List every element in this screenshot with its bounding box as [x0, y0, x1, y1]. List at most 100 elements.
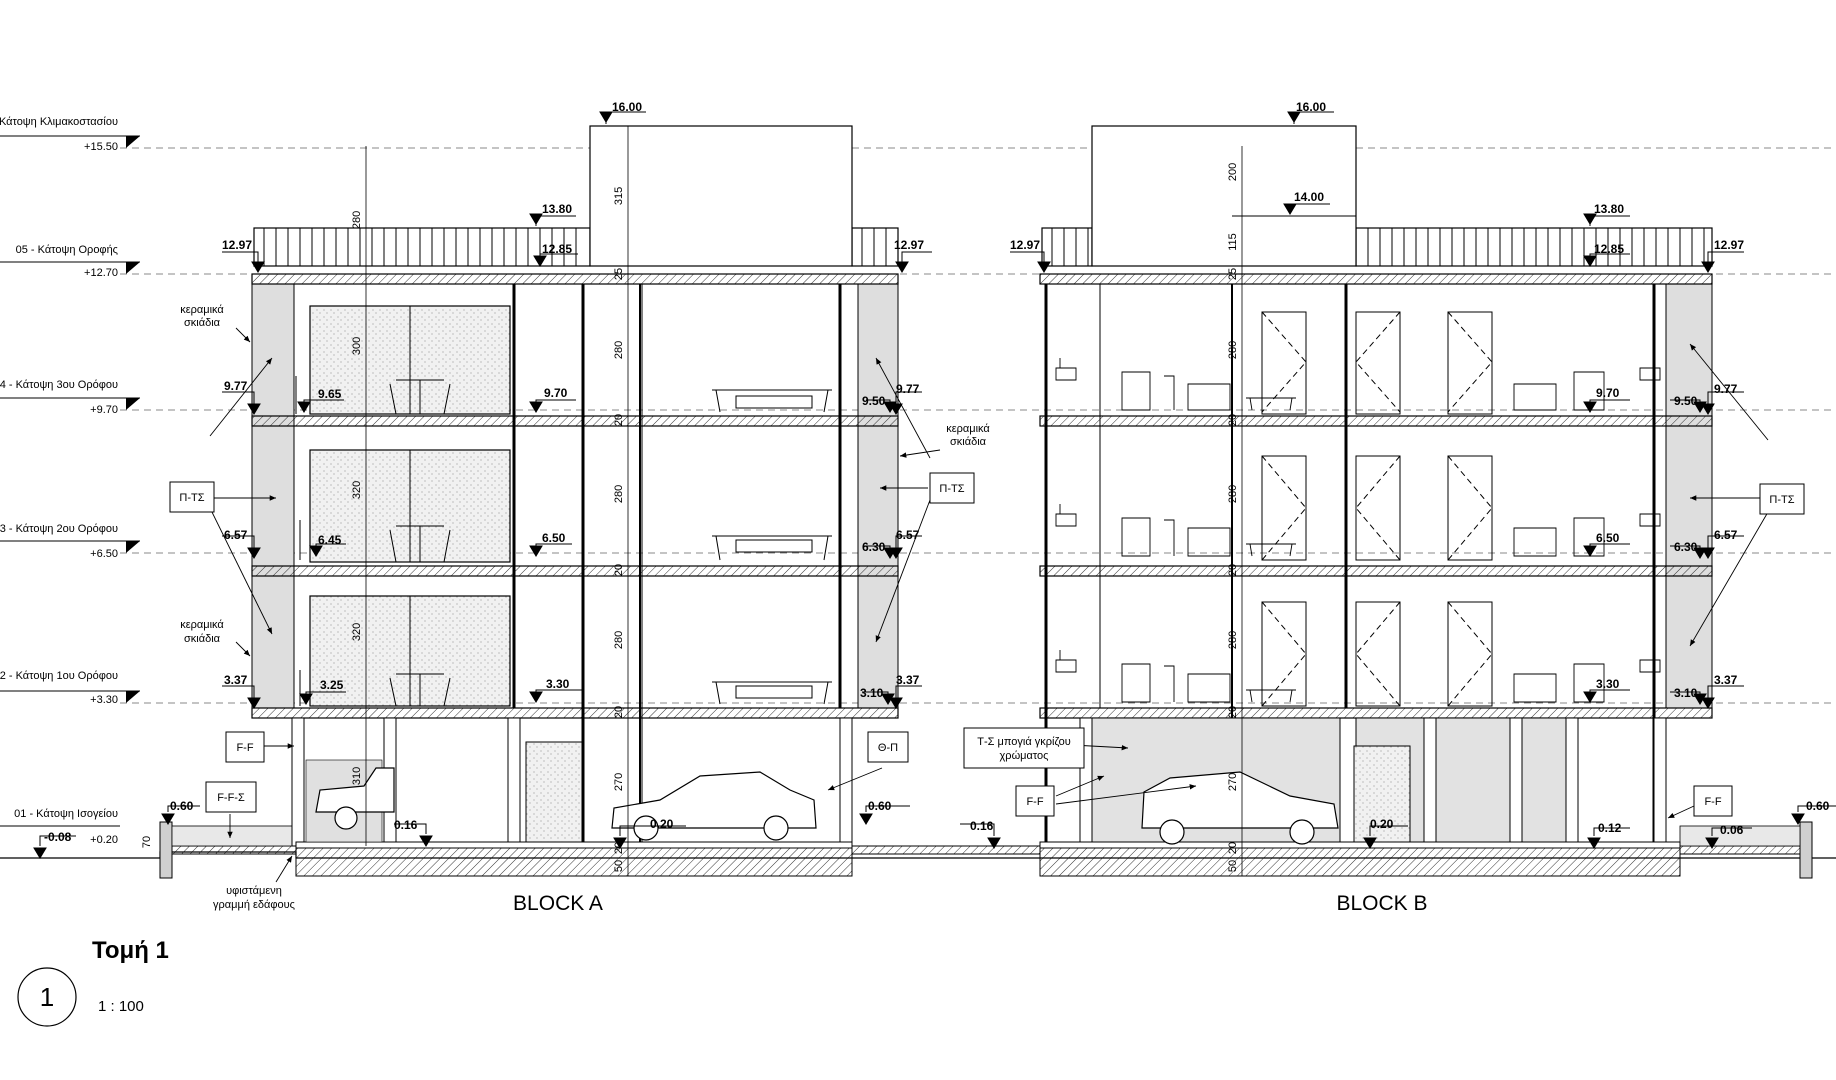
- level-marker-roof: 05 - Κάτοψη Οροφής +12.70: [0, 244, 140, 279]
- level-name: 01 - Κάτοψη Ισογείου: [14, 808, 118, 820]
- elev-label: 0.06: [1720, 823, 1744, 837]
- elev-label: 12.97: [894, 238, 924, 252]
- block-b-kitchens: [1055, 358, 1661, 703]
- elev-label: 6.57: [1714, 528, 1738, 542]
- level-name: 3 - Κάτοψη 2ου Ορόφου: [0, 523, 118, 535]
- elev-label: 12.85: [1594, 242, 1624, 256]
- dim-50-b: 50: [1227, 860, 1239, 872]
- elev-label: 6.30: [862, 540, 886, 554]
- level-elevation: +0.20: [90, 834, 118, 846]
- tag-pts-a-right: Π-ΤΣ: [929, 472, 975, 504]
- dim-280-a1: 280: [613, 341, 625, 359]
- elev-label: 9.50: [862, 394, 886, 408]
- note-text: σκιάδια: [950, 436, 987, 448]
- level-name: 2 - Κάτοψη 1ου Ορόφου: [0, 670, 118, 682]
- elevation-marks: [33, 111, 1836, 859]
- elev-label: 16.00: [612, 100, 642, 114]
- block-b-doors: [1261, 311, 1493, 707]
- block-b-label: BLOCK B: [1336, 892, 1427, 915]
- block-a-structure: [251, 125, 899, 849]
- elev-label: 12.97: [222, 238, 252, 252]
- view-scale: 1 : 100: [98, 998, 144, 1015]
- tag-text: Τ-Σ μπογιά γκρίζου: [977, 736, 1070, 748]
- level-marker-2nd-floor: 3 - Κάτοψη 2ου Ορόφου +6.50: [0, 523, 140, 560]
- dim-280-roof: 280: [351, 211, 363, 229]
- elev-label: 3.25: [320, 678, 344, 692]
- dim-200: 200: [1227, 163, 1239, 181]
- dim-310: 310: [351, 767, 363, 785]
- elev-label: 0.60: [170, 799, 194, 813]
- level-name: 05 - Κάτοψη Οροφής: [16, 244, 118, 256]
- elev-label: 3.30: [546, 677, 570, 691]
- tag-text: F-F: [236, 742, 253, 754]
- note-text: γραμμή εδάφους: [213, 899, 295, 911]
- tag-tile-gray: Τ-Σ μπογιά γκρίζου χρώματος: [963, 727, 1085, 769]
- vertical-dimensions: 280 300 320 320 310 315 25 280 20 280 20…: [141, 163, 1239, 872]
- dim-280-b3: 280: [1227, 631, 1239, 649]
- elev-label: 0.12: [1598, 821, 1622, 835]
- dim-70: 70: [141, 836, 153, 848]
- tag-pts-b-right: Π-ΤΣ: [1759, 483, 1805, 515]
- tag-ff-b-right: F-F: [1693, 785, 1733, 817]
- dim-20-a2: 20: [613, 564, 625, 576]
- elev-label: 0.16: [394, 818, 418, 832]
- foundation-block-a: [171, 845, 1041, 877]
- block-a-furniture: [295, 376, 832, 707]
- vertical-dimension-lines: [365, 126, 1243, 876]
- elev-label: 13.80: [1594, 202, 1624, 216]
- elev-label: 6.45: [318, 533, 342, 547]
- note-text: σκιάδια: [184, 317, 221, 329]
- elev-label: 13.80: [542, 202, 572, 216]
- elev-label: 9.65: [318, 387, 342, 401]
- site-walls: [159, 821, 1813, 879]
- elev-label: -0.08: [44, 830, 72, 844]
- level-elevation: +6.50: [90, 548, 118, 560]
- dim-20-a3: 20: [613, 706, 625, 718]
- tag-text: Π-ΤΣ: [179, 492, 204, 504]
- elev-label: 0.20: [650, 817, 674, 831]
- elev-label: 12.97: [1714, 238, 1744, 252]
- dim-280-b2: 280: [1227, 485, 1239, 503]
- tag-text: Π-ΤΣ: [1769, 494, 1794, 506]
- elev-label: 14.00: [1294, 190, 1324, 204]
- tag-text: χρώματος: [1000, 750, 1049, 762]
- elev-label: 3.10: [860, 686, 884, 700]
- dim-25-b: 25: [1227, 268, 1239, 280]
- dim-20-b1: 20: [1227, 414, 1239, 426]
- level-marker-1st-floor: 2 - Κάτοψη 1ου Ορόφου +3.30: [0, 670, 140, 706]
- tag-thp: Θ-Π: [867, 731, 909, 763]
- elev-label: 16.00: [1296, 100, 1326, 114]
- level-elevation: +12.70: [84, 267, 118, 279]
- dim-20-a1: 20: [613, 414, 625, 426]
- level-name: 4 - Κάτοψη 3ου Ορόφου: [0, 379, 118, 391]
- level-elevation: +9.70: [90, 404, 118, 416]
- dim-315: 315: [613, 187, 625, 205]
- dim-280-a2: 280: [613, 485, 625, 503]
- ceramic-note-bottom: κεραμικά σκιάδια: [180, 619, 224, 645]
- dim-25-a: 25: [613, 268, 625, 280]
- level-marker-3rd-floor: 4 - Κάτοψη 3ου Ορόφου +9.70: [0, 379, 140, 416]
- block-a-label: BLOCK A: [513, 892, 603, 915]
- tag-ff-a: F-F: [225, 731, 265, 763]
- ceramic-note-top: κεραμικά σκιάδια: [180, 304, 224, 329]
- block-a-windows: [309, 305, 511, 707]
- view-number: 1: [40, 982, 54, 1012]
- elev-label: 12.85: [542, 242, 572, 256]
- level-elevation: +15.50: [84, 141, 118, 153]
- dim-270-a: 270: [613, 773, 625, 791]
- level-marker-ground: 01 - Κάτοψη Ισογείου +0.20: [0, 808, 120, 846]
- level-name: Κάτοψη Κλιμακοστασίου: [0, 116, 118, 128]
- elev-label: 6.57: [224, 528, 248, 542]
- elev-label: 9.50: [1674, 394, 1698, 408]
- elev-label: 3.37: [896, 673, 920, 687]
- note-text: σκιάδια: [184, 633, 221, 645]
- view-title-block: 1 Τομή 1 1 : 100: [17, 937, 169, 1027]
- block-a-parapet-rails: [263, 228, 887, 266]
- level-marker-stair: Κάτοψη Κλιμακοστασίου +15.50: [0, 116, 140, 153]
- dim-270-b: 270: [1227, 773, 1239, 791]
- dim-50-a: 50: [613, 860, 625, 872]
- leader-lines: [209, 327, 1769, 883]
- dim-280-b1: 280: [1227, 341, 1239, 359]
- note-text: κεραμικά: [946, 423, 990, 435]
